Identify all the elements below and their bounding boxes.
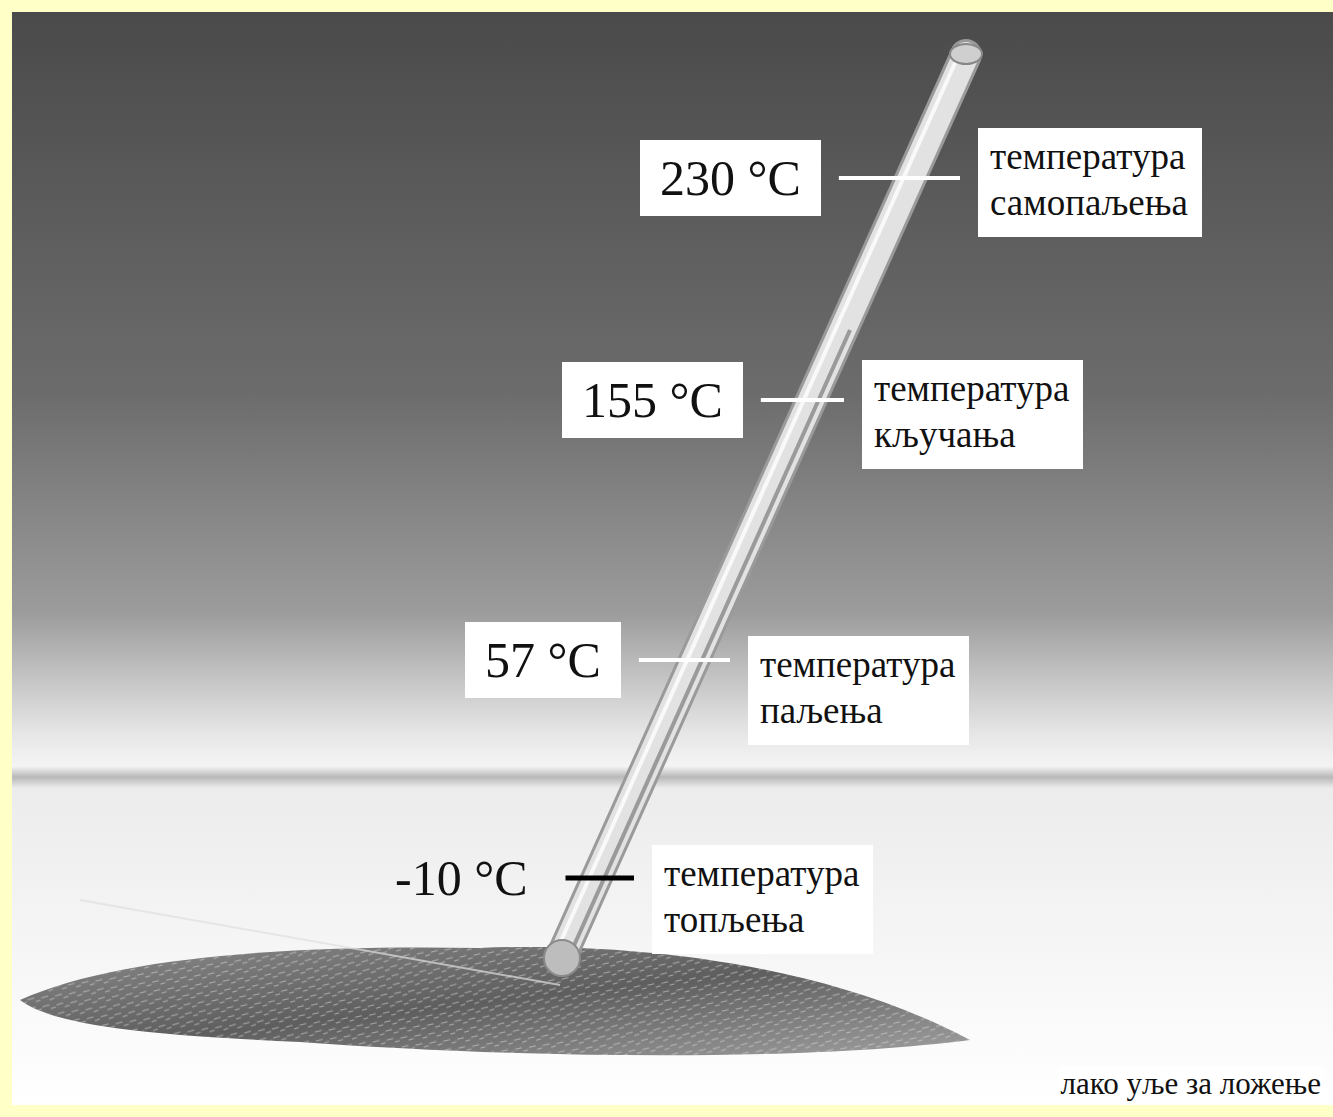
temperature-value-box: 155 °C xyxy=(562,362,743,438)
temperature-name: температура паљења xyxy=(760,642,955,735)
reflection xyxy=(80,900,560,985)
temperature-value: 230 °C xyxy=(660,148,801,208)
temperature-name-box: температура кључања xyxy=(862,360,1083,469)
temperature-name: температура самопаљења xyxy=(990,134,1188,227)
background xyxy=(12,12,1333,1105)
temperature-value: 155 °C xyxy=(582,370,723,430)
tick-line xyxy=(761,398,844,402)
tick-line xyxy=(839,176,960,180)
temperature-value-box: -10 °C xyxy=(375,840,548,916)
temperature-name-box: температура паљења xyxy=(748,636,969,745)
temperature-name-box: температура топљења xyxy=(652,845,873,954)
temperature-value-box: 57 °C xyxy=(465,622,621,698)
tick-line xyxy=(639,658,730,662)
tick-line xyxy=(566,876,635,881)
temperature-value-box: 230 °C xyxy=(640,140,821,216)
temperature-name-box: температура самопаљења xyxy=(978,128,1202,237)
temperature-value: 57 °C xyxy=(485,630,601,690)
temperature-value: -10 °C xyxy=(395,848,528,908)
oil-texture xyxy=(20,947,970,1055)
temperature-name: температура топљења xyxy=(664,851,859,944)
oil-puddle xyxy=(20,947,970,1055)
temperature-name: температура кључања xyxy=(874,366,1069,459)
caption: лако уље за ложење xyxy=(1059,1066,1323,1102)
thermometer xyxy=(544,44,982,976)
